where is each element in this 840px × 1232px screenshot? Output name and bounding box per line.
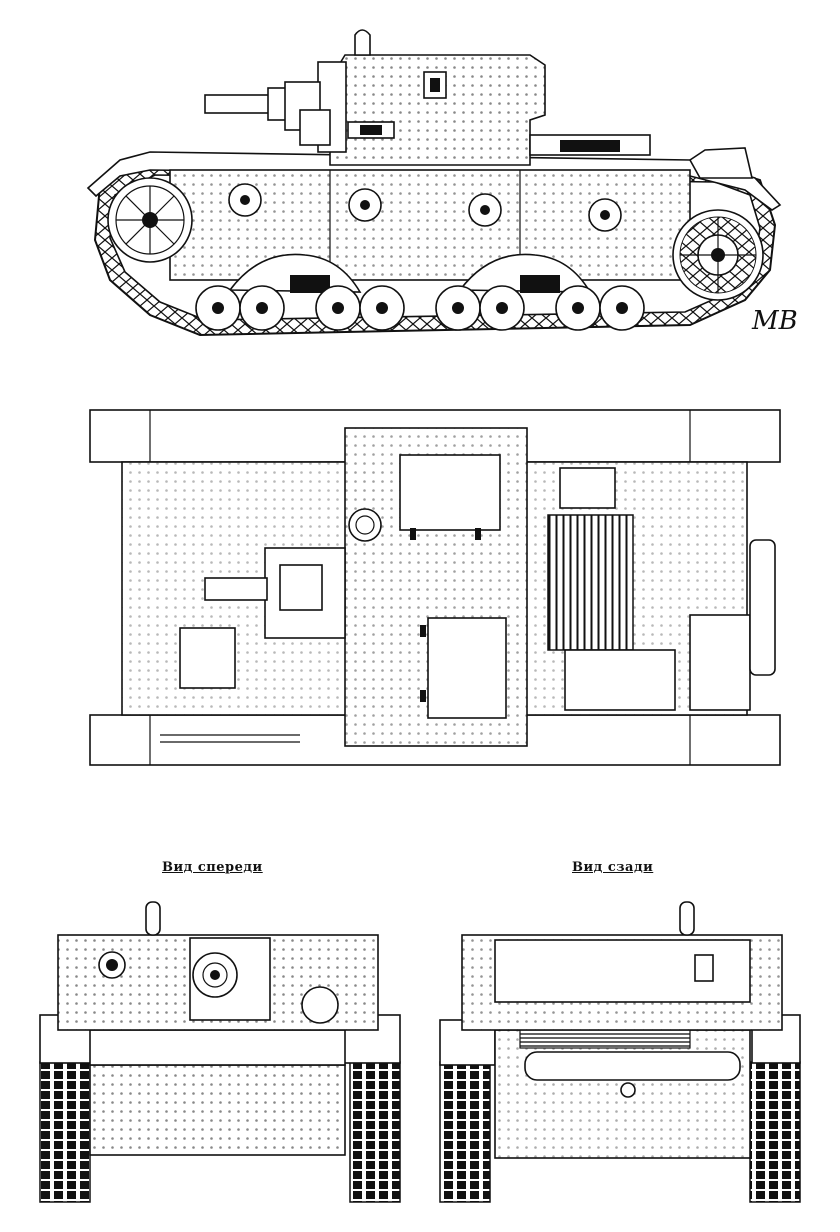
top-engine-grille — [547, 514, 634, 651]
rear-track-left — [439, 1061, 491, 1203]
rear-track-right — [749, 1061, 801, 1203]
front-view-label: Вид спереди — [162, 860, 263, 875]
side-view — [86, 29, 782, 337]
side-fender — [86, 151, 782, 211]
side-bogies — [228, 253, 592, 293]
author-signature: МВ — [752, 306, 798, 336]
top-gun-barrel — [204, 577, 268, 601]
side-drive-sprocket — [107, 177, 193, 263]
rear-muffler — [524, 1051, 741, 1081]
side-idler-wheel — [672, 209, 764, 301]
side-road-wheels — [195, 285, 645, 331]
rear-view-label: Вид сзади — [572, 860, 654, 875]
front-track-right — [349, 1061, 401, 1203]
side-return-rollers — [228, 183, 622, 232]
side-periscope — [354, 29, 371, 56]
top-view — [89, 409, 781, 766]
front-track-left — [39, 1061, 91, 1203]
rear-view — [439, 901, 801, 1203]
side-gun-barrel — [204, 94, 271, 114]
front-view — [39, 901, 401, 1203]
